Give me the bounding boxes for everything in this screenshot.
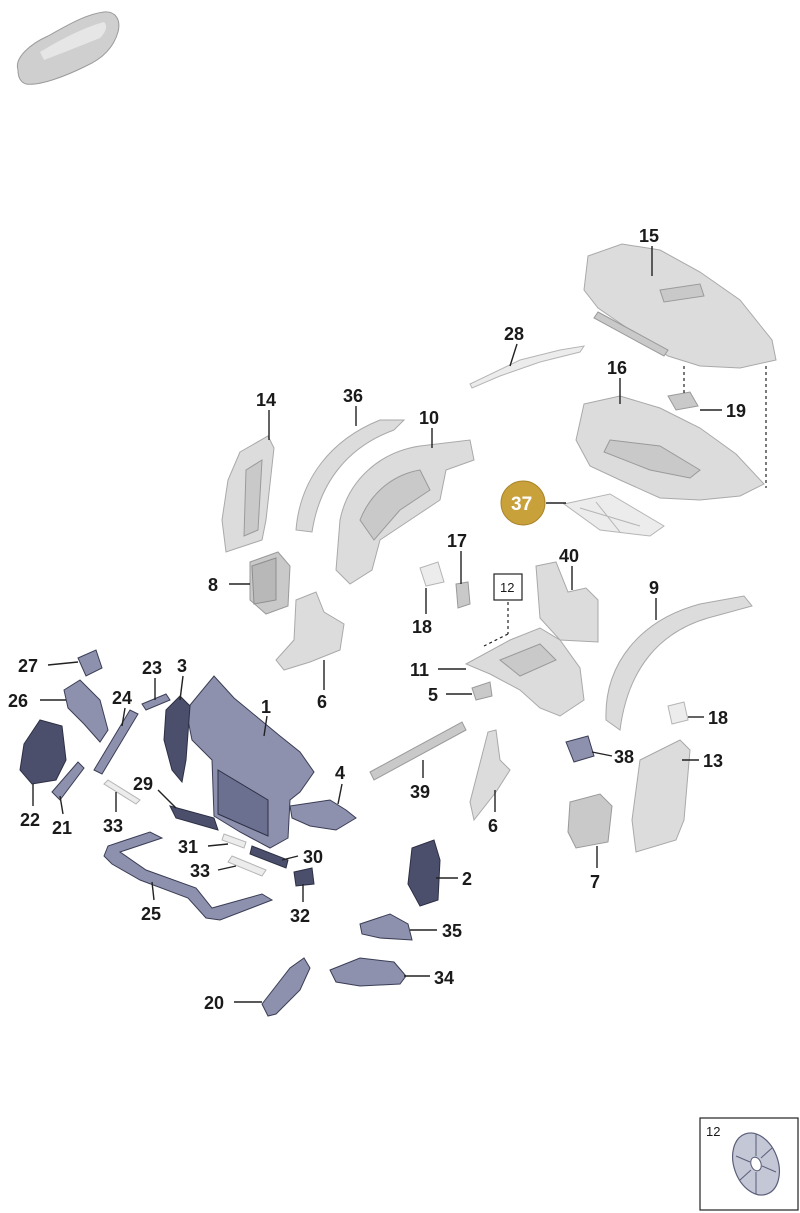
callout-37: 37	[511, 494, 532, 515]
callout-33-upper: 33	[103, 816, 123, 836]
inset-detail-12[interactable]: 12	[699, 1117, 799, 1211]
part-18-upper[interactable]	[419, 561, 445, 587]
callout-23: 23	[142, 658, 162, 678]
callout-5: 5	[428, 685, 438, 705]
callout-34: 34	[434, 968, 454, 988]
part-2[interactable]	[407, 839, 441, 907]
callout-39: 39	[410, 782, 430, 802]
callout-19: 19	[726, 401, 746, 421]
part-14[interactable]	[221, 435, 275, 553]
callout-13: 13	[703, 751, 723, 771]
part-26[interactable]	[63, 679, 109, 743]
part-33-upper[interactable]	[103, 779, 141, 805]
part-34[interactable]	[329, 957, 407, 987]
part-35[interactable]	[359, 913, 413, 941]
callout-14: 14	[256, 390, 276, 410]
callout-18-lower: 18	[708, 708, 728, 728]
part-21[interactable]	[51, 761, 85, 801]
part-10[interactable]	[335, 439, 475, 585]
part-16[interactable]	[575, 395, 765, 501]
callout-labels: 15 28 16 19 14 36 10 17 8 40 18 6 9 11 5…	[8, 226, 746, 1013]
callout-12: 12	[500, 580, 514, 595]
callout-28: 28	[504, 324, 524, 344]
callout-20: 20	[204, 993, 224, 1013]
callout-15: 15	[639, 226, 659, 246]
callout-25: 25	[141, 904, 161, 924]
part-30[interactable]	[249, 845, 289, 869]
callout-35: 35	[442, 921, 462, 941]
callout-9: 9	[649, 578, 659, 598]
callout-38: 38	[614, 747, 634, 767]
callout-26: 26	[8, 691, 28, 711]
part-18-lower[interactable]	[667, 701, 689, 725]
inset-label: 12	[706, 1124, 720, 1139]
part-19[interactable]	[667, 391, 699, 411]
part-15[interactable]	[583, 243, 777, 369]
part-23[interactable]	[141, 693, 171, 711]
callout-21: 21	[52, 818, 72, 838]
car-silhouette-icon	[16, 11, 120, 85]
callout-10: 10	[419, 408, 439, 428]
callout-16: 16	[607, 358, 627, 378]
part-4[interactable]	[289, 799, 357, 831]
callout-22: 22	[20, 810, 40, 830]
part-38[interactable]	[565, 735, 595, 763]
part-9[interactable]	[605, 595, 753, 731]
callout-17: 17	[447, 531, 467, 551]
callout-6-lower: 6	[488, 816, 498, 836]
callout-11: 11	[410, 660, 429, 680]
callout-37-highlight[interactable]: 37	[500, 480, 546, 526]
part-6-upper[interactable]	[275, 591, 345, 671]
part-13[interactable]	[631, 739, 691, 853]
callout-31: 31	[178, 837, 198, 857]
callout-27: 27	[18, 656, 38, 676]
callout-33-lower: 33	[190, 861, 210, 881]
part-37[interactable]	[562, 493, 665, 537]
part-6-lower[interactable]	[469, 729, 511, 822]
part-25[interactable]	[103, 831, 274, 921]
callout-12-box[interactable]: 12	[493, 573, 523, 601]
callout-36: 36	[343, 386, 363, 406]
part-17[interactable]	[455, 581, 471, 609]
callout-24: 24	[112, 688, 132, 708]
callout-4: 4	[335, 763, 345, 783]
callout-8: 8	[208, 575, 218, 595]
callout-6-upper: 6	[317, 692, 327, 712]
callout-32: 32	[290, 906, 310, 926]
part-22[interactable]	[19, 719, 67, 785]
part-28[interactable]	[469, 345, 586, 389]
part-1[interactable]	[185, 675, 315, 849]
callout-30: 30	[303, 847, 323, 867]
clip-nut-icon	[732, 1132, 780, 1196]
callout-29: 29	[133, 774, 153, 794]
part-3[interactable]	[163, 695, 191, 784]
part-36[interactable]	[295, 419, 406, 533]
part-11[interactable]	[464, 627, 585, 717]
callout-40: 40	[559, 546, 579, 566]
part-5[interactable]	[471, 681, 493, 701]
part-40[interactable]	[535, 561, 599, 643]
part-20[interactable]	[261, 957, 311, 1017]
callout-7: 7	[590, 872, 600, 892]
part-31[interactable]	[221, 833, 247, 849]
part-24[interactable]	[93, 709, 139, 775]
part-7[interactable]	[567, 793, 613, 849]
callout-18-upper: 18	[412, 617, 432, 637]
part-8[interactable]	[249, 551, 291, 615]
part-29[interactable]	[169, 805, 219, 831]
part-27[interactable]	[77, 649, 103, 677]
leader-lines	[32, 246, 767, 1003]
part-33-lower[interactable]	[227, 855, 267, 877]
callout-1: 1	[261, 697, 271, 717]
part-39[interactable]	[369, 721, 467, 781]
part-32[interactable]	[293, 867, 315, 887]
callout-2: 2	[462, 869, 472, 889]
callout-3: 3	[177, 656, 187, 676]
